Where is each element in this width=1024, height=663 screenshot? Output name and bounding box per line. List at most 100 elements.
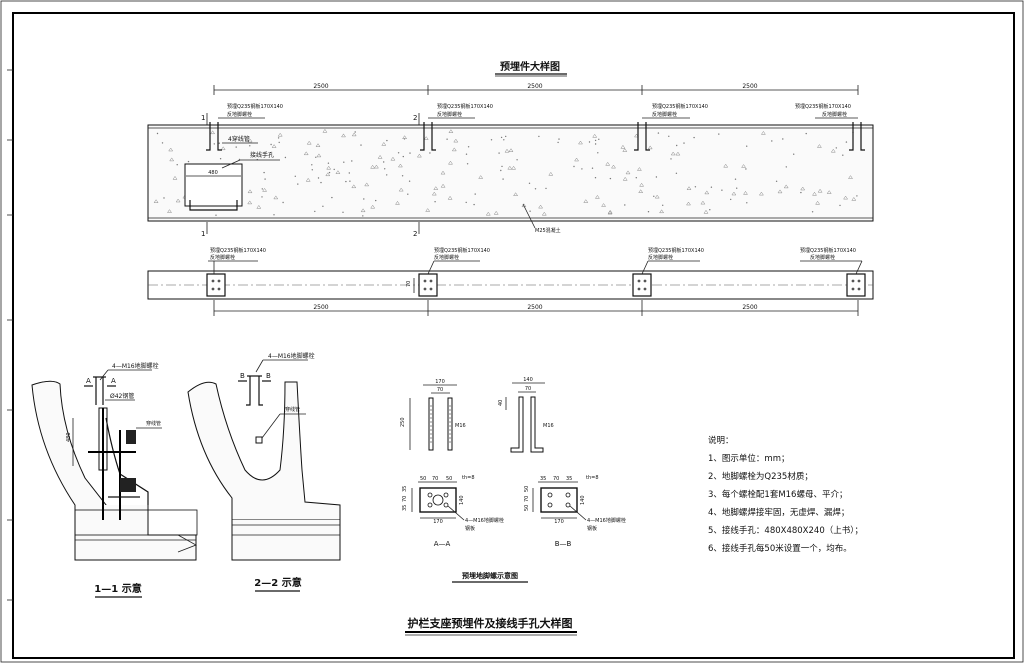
- svg-text:50: 50: [524, 486, 530, 492]
- svg-text:170: 170: [433, 519, 443, 525]
- section-a-a-label: A—A: [434, 540, 451, 548]
- elev-section-mark-2-bot: 2: [413, 230, 417, 238]
- s11-mark-a-right: A: [111, 377, 116, 385]
- svg-text:140: 140: [459, 495, 465, 505]
- note-6: 6、接线手孔每50米设置一个，均布。: [708, 543, 852, 554]
- svg-text:th=8: th=8: [462, 475, 475, 481]
- plan-spacing-2: 2500: [527, 304, 542, 311]
- elev-embed-label-3: 预埋Q235钢板170X140: [652, 103, 708, 110]
- svg-text:70: 70: [525, 386, 531, 392]
- plan-anchor-label-3: 反地脚螺栓: [648, 254, 673, 261]
- plan-embed-label-3: 预埋Q235钢板170X140: [648, 247, 704, 254]
- elev-spacing-3: 2500: [742, 83, 757, 90]
- svg-text:70: 70: [432, 476, 438, 482]
- svg-text:钢板: 钢板: [587, 525, 597, 532]
- elev-section-mark-1-bot: 1: [201, 230, 205, 238]
- note-1: 1、图示单位：mm；: [708, 453, 789, 464]
- svg-text:th=8: th=8: [586, 475, 599, 481]
- svg-text:50: 50: [446, 476, 452, 482]
- s22-anchor-bolts: [246, 375, 263, 406]
- svg-text:140: 140: [580, 495, 586, 505]
- svg-text:35: 35: [402, 505, 408, 511]
- anchor-diagram-title: 预埋地脚螺示意图: [462, 571, 518, 580]
- elev-section-mark-2-top: 2: [413, 114, 417, 122]
- svg-text:40: 40: [498, 400, 504, 406]
- svg-text:170: 170: [554, 519, 564, 525]
- plan-anchor-label-4: 反地脚螺栓: [810, 254, 835, 261]
- frame-tick-marks: [7, 69, 13, 601]
- conduit-label: 4穿线管: [228, 135, 250, 143]
- s11-anchor-bolts: [93, 376, 106, 405]
- plan-embed-label-4: 预埋Q235钢板170X140: [800, 247, 856, 254]
- svg-text:M16: M16: [543, 423, 554, 429]
- plan-embed-label-1: 预埋Q235钢板170X140: [210, 247, 266, 254]
- s22-conduit-label: 穿线管: [285, 406, 300, 413]
- elev-anchor-label-1: 反地脚螺栓: [227, 111, 252, 118]
- section-b-b-label: B—B: [555, 540, 572, 548]
- plan-view: 预埋Q235钢板170X140 反地脚螺栓 预埋Q235钢板170X140 反地…: [147, 247, 874, 316]
- svg-text:35: 35: [540, 476, 546, 482]
- handhole-label: 接线手孔: [250, 151, 274, 159]
- handhole: [184, 163, 243, 207]
- svg-text:70: 70: [402, 496, 408, 502]
- elev-spacing-2: 2500: [527, 83, 542, 90]
- inner-frame: [12, 12, 1015, 659]
- elev-anchor-label-3: 反地脚螺栓: [652, 111, 677, 118]
- handhole-dim: 480: [208, 170, 218, 176]
- svg-text:M16: M16: [455, 423, 466, 429]
- svg-text:35: 35: [566, 476, 572, 482]
- section-1-1-title: 1—1 示意: [94, 582, 141, 595]
- elev-embed-label-2: 预埋Q235钢板170X140: [437, 103, 493, 110]
- s11-pipe-label: Ø42钢管: [110, 392, 134, 400]
- elevation-view: 2500 2500 2500 预埋Q235钢板170X140 反地脚螺栓 预埋Q…: [147, 83, 874, 238]
- section-2-2-title: 2—2 示意: [254, 576, 301, 589]
- section-1-1: 4—M16地脚螺栓 Ø42钢管 穿线管 480 A A: [31, 362, 198, 561]
- s11-conduit-label: 穿线管: [146, 420, 161, 427]
- svg-text:70: 70: [524, 496, 530, 502]
- design-notes: 说明： 1、图示单位：mm； 2、地脚螺栓为Q235材质； 3、每个螺栓配1套M…: [708, 435, 863, 554]
- plan-embed-label-2: 预埋Q235钢板170X140: [434, 247, 490, 254]
- s11-dim: 480: [66, 432, 72, 442]
- elev-spacing-1: 2500: [313, 83, 328, 90]
- elev-embed-label-4: 预埋Q235钢板170X140: [795, 103, 851, 110]
- plan-spacing-1: 2500: [313, 304, 328, 311]
- svg-text:70: 70: [553, 476, 559, 482]
- plan-width-dim: 70: [406, 281, 412, 287]
- note-3: 3、每个螺栓配1套M16螺母、平介；: [708, 489, 847, 500]
- note-4: 4、地脚螺焊接牢固，无虚焊、漏焊；: [708, 507, 849, 518]
- s22-mark-b-right: B: [266, 372, 271, 380]
- svg-text:50: 50: [524, 505, 530, 511]
- drawing-title: 护栏支座预埋件及接线手孔大样图: [408, 616, 573, 630]
- s11-mark-a-left: A: [86, 377, 91, 385]
- concrete-hatch: [153, 128, 858, 217]
- elev-anchor-label-2: 反地脚螺栓: [437, 111, 462, 118]
- svg-text:4—M16地脚螺栓: 4—M16地脚螺栓: [587, 517, 626, 524]
- svg-text:4—M16地脚螺栓: 4—M16地脚螺栓: [465, 517, 504, 524]
- plate-b-b: 35 70 35 th=8 50 70 50 140 170 4—M16地脚螺栓…: [524, 475, 626, 548]
- plan-spacing-3: 2500: [742, 304, 757, 311]
- elev-embed-label-1: 预埋Q235钢板170X140: [227, 103, 283, 110]
- elev-section-mark-1-top: 1: [201, 114, 205, 122]
- s22-bolt-label: 4—M16地脚螺栓: [268, 352, 315, 360]
- note-2: 2、地脚螺栓为Q235材质；: [708, 471, 813, 482]
- s11-bolt-label: 4—M16地脚螺栓: [112, 362, 159, 370]
- svg-text:钢板: 钢板: [465, 525, 475, 532]
- svg-text:170: 170: [435, 379, 445, 385]
- svg-text:35: 35: [402, 486, 408, 492]
- concrete-curb: [147, 124, 874, 222]
- svg-text:50: 50: [420, 476, 426, 482]
- plate-a-a: 50 70 50 th=8 35 70 35 140 170 4—M16地脚螺栓…: [402, 475, 504, 548]
- note-5: 5、接线手孔：480X480X240（上书）；: [708, 525, 863, 536]
- plan-anchor-label-2: 反地脚螺栓: [434, 254, 459, 261]
- section-2-2: 4—M16地脚螺栓 穿线管 B B: [187, 352, 341, 561]
- elev-anchor-label-4: 反地脚螺栓: [822, 111, 847, 118]
- svg-text:140: 140: [523, 377, 533, 383]
- anchor-bolt-b: 140 70 40 M16: [498, 377, 554, 453]
- plan-embed-plates: [206, 273, 866, 297]
- main-title: 预埋件大样图: [500, 60, 560, 73]
- concrete-label: M25混凝土: [535, 227, 561, 234]
- svg-text:70: 70: [437, 387, 443, 393]
- elev-bolts: [206, 122, 865, 151]
